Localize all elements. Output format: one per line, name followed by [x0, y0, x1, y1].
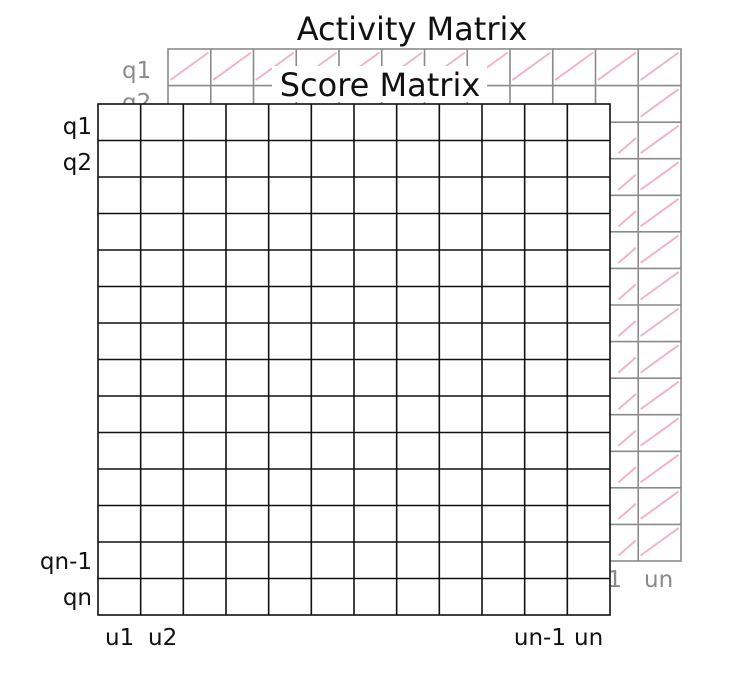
- activity-mark-inner-column: [618, 137, 637, 154]
- activity-mark-right-column: [640, 308, 679, 337]
- activity-mark-inner-column: [618, 174, 637, 191]
- activity-mark-inner-column: [618, 247, 637, 264]
- activity-mark-top-row: [512, 52, 551, 81]
- activity-mark-right-column: [640, 381, 679, 410]
- activity-matrix-marks: [170, 52, 679, 556]
- activity-mark-right-column: [640, 344, 679, 374]
- score-matrix-title-background: [272, 66, 487, 102]
- activity-matrix-title: Activity Matrix: [297, 10, 528, 48]
- activity-mark-top-row: [170, 52, 209, 81]
- score-matrix: Score Matrix q1 q2 qn-1 qn u1 u2 un-1 un: [40, 66, 611, 651]
- activity-mark-right-column: [640, 198, 679, 227]
- activity-mark-right-column: [640, 271, 679, 300]
- score-col-label-u1: u1: [105, 625, 134, 651]
- score-row-label-qn: qn: [63, 585, 92, 611]
- activity-mark-right-column: [640, 234, 679, 264]
- activity-mark-top-row: [597, 52, 637, 81]
- activity-mark-top-row: [212, 52, 252, 81]
- score-matrix-title: Score Matrix: [280, 66, 481, 104]
- activity-mark-right-column: [640, 454, 679, 483]
- score-row-label-q2: q2: [63, 150, 92, 176]
- activity-mark-inner-column: [618, 283, 637, 300]
- score-col-label-un-1: un-1: [514, 625, 566, 651]
- activity-mark-right-column: [640, 125, 679, 154]
- activity-mark-right-column: [640, 88, 679, 118]
- score-row-label-qn-1: qn-1: [40, 549, 92, 575]
- activity-mark-inner-column: [618, 357, 637, 374]
- activity-mark-inner-column: [618, 430, 637, 447]
- activity-row-label-q1: q1: [122, 58, 151, 84]
- score-matrix-grid: [97, 103, 611, 616]
- activity-mark-right-column: [640, 161, 679, 191]
- activity-mark-inner-column: [618, 393, 637, 410]
- score-col-label-u2: u2: [148, 625, 177, 651]
- activity-mark-right-column: [640, 527, 679, 556]
- activity-mark-top-row: [640, 52, 679, 81]
- activity-mark-inner-column: [618, 503, 637, 520]
- score-col-label-un: un: [574, 625, 603, 651]
- activity-mark-top-row: [554, 52, 594, 81]
- score-row-label-q1: q1: [63, 114, 92, 140]
- activity-mark-inner-column: [618, 466, 637, 483]
- activity-mark-inner-column: [618, 320, 637, 337]
- activity-mark-right-column: [640, 490, 679, 520]
- activity-mark-right-column: [640, 417, 679, 447]
- activity-col-label-un: un: [644, 567, 673, 593]
- activity-mark-inner-column: [618, 210, 637, 227]
- activity-mark-inner-column: [618, 539, 637, 556]
